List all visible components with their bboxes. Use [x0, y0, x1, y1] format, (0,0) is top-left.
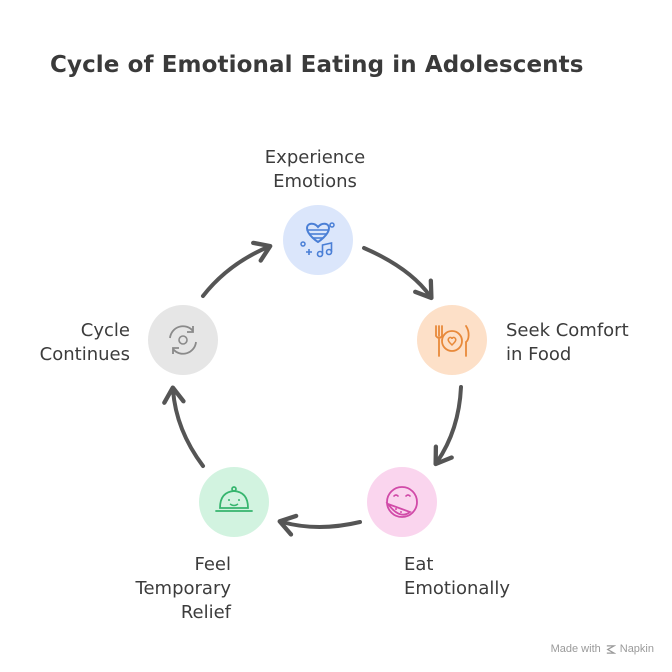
diagram-title: Cycle of Emotional Eating in Adolescents [50, 52, 584, 78]
arrow-cycle-to-emotions [201, 240, 273, 298]
food-cloche-icon [215, 486, 253, 512]
arrow-comfort-to-eat [433, 385, 463, 467]
node-eat-emotionally [367, 467, 437, 537]
heart-music-icon [300, 222, 335, 258]
napkin-logo-icon [606, 644, 616, 654]
arrow-emotions-to-comfort [362, 246, 434, 301]
made-with-text: Made with [550, 643, 601, 655]
node-temporary-relief [199, 467, 269, 537]
cycle-arrows-icon [169, 325, 197, 355]
node-cycle-continues [148, 305, 218, 375]
node-seek-comfort [417, 305, 487, 375]
arrow-relief-to-cycle [162, 385, 205, 468]
napkin-brand-text: Napkin [619, 643, 654, 655]
arrow-eat-to-relief [277, 513, 362, 537]
node-experience-emotions [283, 205, 353, 275]
plate-fork-knife-icon [435, 325, 470, 357]
footer-attribution: Made with Napkin [551, 643, 654, 655]
eating-face-icon [385, 486, 418, 518]
